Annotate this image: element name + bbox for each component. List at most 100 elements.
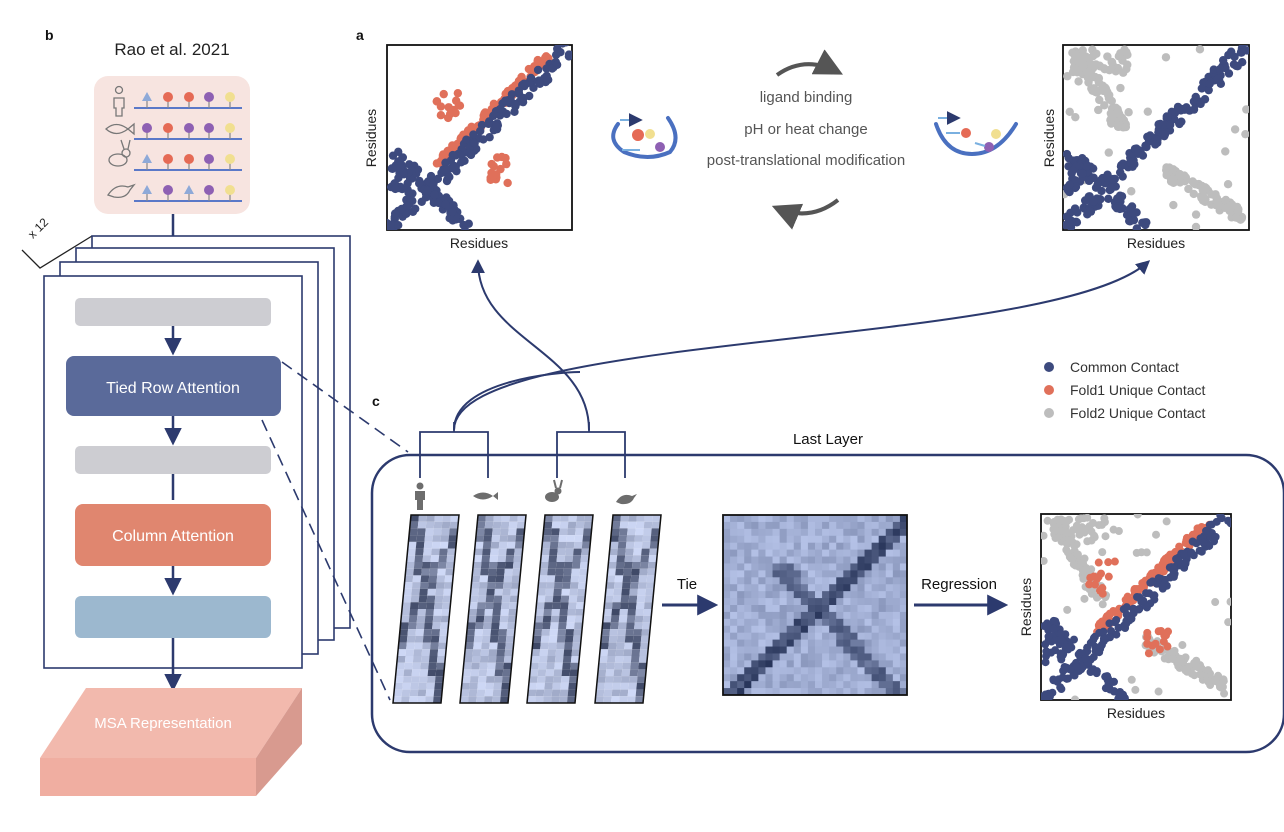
heatmap-cell <box>751 611 759 620</box>
heatmap-cell <box>772 556 781 564</box>
heatmap-cell <box>751 653 759 661</box>
contact-point <box>1079 574 1088 583</box>
heatmap-cell <box>899 598 908 606</box>
contact-point <box>1099 627 1108 636</box>
contact-point <box>1079 514 1088 523</box>
heatmap-cell <box>899 632 908 641</box>
attention-cell <box>555 568 564 576</box>
heatmap-cell <box>843 528 851 537</box>
heatmap-cell <box>843 618 851 627</box>
heatmap-cell <box>737 625 745 634</box>
attention-cell <box>627 521 637 529</box>
attention-cell <box>468 696 477 703</box>
column-attention-label: Column Attention <box>112 528 234 545</box>
heatmap-cell <box>857 625 866 634</box>
contact-point <box>1089 197 1098 206</box>
attention-cell <box>517 515 526 522</box>
attention-cell <box>615 562 625 569</box>
attention-cell <box>544 682 553 690</box>
attention-cell <box>634 535 644 542</box>
attention-cell <box>492 696 501 703</box>
heatmap-cell <box>772 688 781 696</box>
attention-cell <box>551 528 560 536</box>
attention-cell <box>544 595 554 603</box>
contact-point <box>441 200 450 209</box>
contact-point <box>1162 631 1171 640</box>
attention-maps <box>392 514 662 704</box>
heatmap-cell <box>786 570 795 578</box>
heatmap-cell <box>779 549 788 558</box>
heatmap-cell <box>772 528 781 537</box>
attention-cell <box>635 609 644 616</box>
heatmap-cell <box>850 625 858 634</box>
contact-point <box>1160 130 1170 139</box>
contact-point <box>1074 77 1083 86</box>
attention-cell <box>410 515 419 522</box>
heatmap-cell <box>871 639 880 648</box>
heatmap-cell <box>730 605 738 613</box>
attention-cell <box>538 656 548 663</box>
contact-point <box>460 156 469 165</box>
contact-point <box>1211 598 1220 607</box>
heatmap-cell <box>871 660 880 668</box>
heatmap-cell <box>892 542 901 551</box>
heatmap-cell <box>779 667 788 675</box>
heatmap-cell <box>751 570 759 578</box>
fold1-x-label: Residues <box>450 235 508 251</box>
heatmap-cell <box>850 542 858 551</box>
attention-cell <box>506 548 515 556</box>
heatmap-cell <box>878 639 887 648</box>
attention-cell <box>564 635 574 643</box>
heatmap-cell <box>836 549 844 558</box>
attention-cell <box>566 622 575 630</box>
heatmap-cell <box>892 632 901 641</box>
contact-point <box>1131 685 1140 694</box>
attention-cell <box>625 548 634 556</box>
heatmap-cell <box>737 605 745 613</box>
contact-point <box>543 75 552 84</box>
heatmap-cell <box>878 681 887 689</box>
contact-point <box>492 122 501 131</box>
heatmap-cell <box>807 660 816 668</box>
contact-point <box>1143 132 1152 142</box>
contact-point <box>1221 195 1231 205</box>
attention-cell <box>539 649 549 656</box>
heatmap-cell <box>800 577 809 585</box>
heatmap-cell <box>807 515 816 523</box>
heatmap-cell <box>885 535 894 544</box>
attention-cell <box>571 568 580 576</box>
heatmap-cell <box>815 667 823 675</box>
attention-map-border <box>594 514 662 704</box>
fish-icon <box>105 122 135 136</box>
msa-residue <box>163 185 173 195</box>
heatmap-cell <box>864 632 873 641</box>
attention-cell <box>563 562 573 569</box>
attention-cell <box>490 541 500 549</box>
attention-cell <box>628 602 637 609</box>
attention-cell <box>404 656 414 663</box>
heatmap-cell <box>843 611 851 620</box>
attention-cell <box>554 656 564 663</box>
attention-cell <box>507 615 517 623</box>
attention-cell <box>471 656 481 663</box>
tied-row-attention-label: Tied Row Attention <box>106 380 240 397</box>
heatmap-cell <box>765 681 774 689</box>
attention-cell <box>620 595 630 603</box>
contact-point <box>486 175 495 185</box>
contact-point <box>1043 516 1052 525</box>
contact-point <box>466 150 476 160</box>
heatmap-cell <box>751 618 759 627</box>
heatmap-cell <box>730 688 738 696</box>
attention-cell <box>563 649 573 656</box>
heatmap-cell <box>871 591 880 599</box>
heatmap-cell <box>779 639 788 648</box>
heatmap-cell <box>857 563 866 571</box>
attention-cell <box>428 662 437 670</box>
attention-cell <box>472 649 482 656</box>
msa-slab-side <box>256 688 302 796</box>
heatmap-cell <box>885 646 894 654</box>
heatmap-cell <box>758 591 766 599</box>
contact-point <box>1154 687 1163 696</box>
heatmap-cell <box>850 521 858 530</box>
heatmap-cell <box>892 584 901 592</box>
